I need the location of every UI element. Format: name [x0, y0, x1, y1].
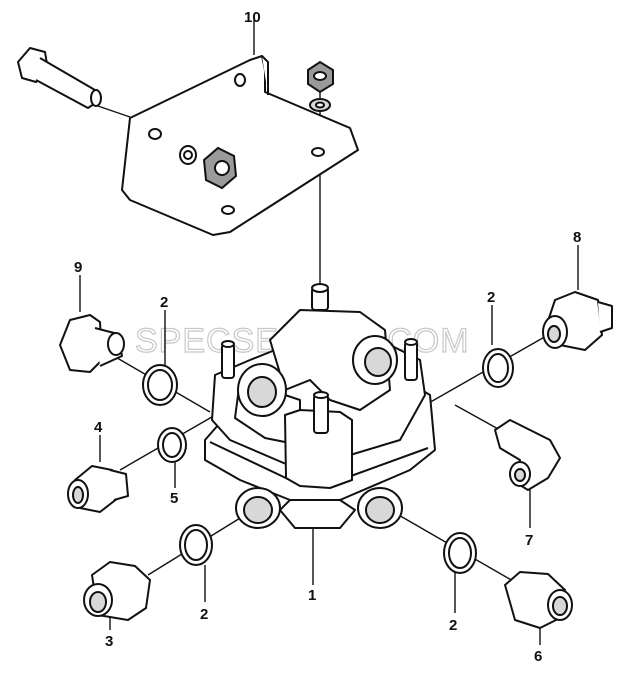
- elbow-fitting-7: [494, 419, 561, 491]
- bolt: [17, 47, 102, 109]
- callout-2-bottom-left: 2: [200, 606, 208, 623]
- callout-9: 9: [74, 259, 82, 276]
- callout-3: 3: [105, 633, 113, 650]
- bracket-plate: [121, 55, 359, 236]
- fitting-3: [83, 561, 151, 621]
- callout-labels: 10 9 8 2 2 4 5 7 3 2 1 2 6: [74, 9, 581, 665]
- callout-2-left: 2: [160, 294, 168, 311]
- callout-10: 10: [244, 9, 261, 26]
- callout-1: 1: [308, 587, 316, 604]
- fitting-6: [504, 571, 573, 629]
- callout-6: 6: [534, 648, 542, 665]
- washer-nut-set: [179, 145, 238, 190]
- o-rings: [142, 348, 514, 574]
- fitting-4: [67, 465, 129, 513]
- fitting-9: [59, 314, 125, 373]
- callout-8: 8: [573, 229, 581, 246]
- fitting-8: [542, 291, 613, 351]
- callout-2-right: 2: [487, 289, 495, 306]
- valve-body: [204, 283, 436, 529]
- callout-2-bottom-right: 2: [449, 617, 457, 634]
- top-nut-washer: [307, 60, 334, 112]
- callout-4: 4: [94, 419, 103, 436]
- callout-5: 5: [170, 490, 178, 507]
- callout-7: 7: [525, 532, 533, 549]
